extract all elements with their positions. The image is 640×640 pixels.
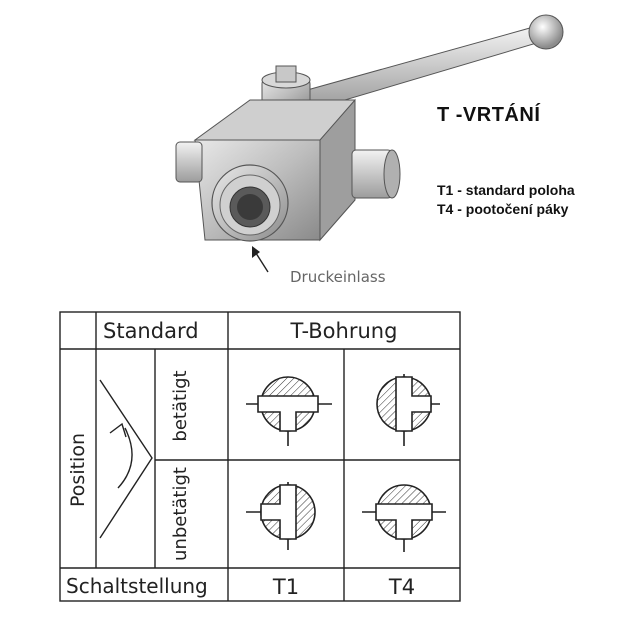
header-standard: Standard bbox=[103, 319, 199, 343]
table-frame bbox=[59, 311, 461, 602]
state-label-unbetaetigt: unbetätigt bbox=[170, 467, 191, 561]
row-label-position: Position bbox=[67, 433, 89, 507]
footer-schaltstellung: Schaltstellung bbox=[66, 574, 208, 598]
header-t-bohrung: T-Bohrung bbox=[290, 319, 398, 343]
switching-table: Standard T-Bohrung Position betätigt unb… bbox=[59, 311, 461, 602]
page-title: T -VRTÁNÍ bbox=[437, 104, 541, 126]
pointer-arrow-icon bbox=[252, 246, 269, 273]
column-label-t4: T4 bbox=[388, 575, 415, 599]
inlet-label: Druckeinlass bbox=[290, 268, 386, 286]
ball-valve-photo bbox=[175, 14, 564, 273]
rotation-arrow-icon bbox=[109, 422, 133, 489]
column-label-t1: T1 bbox=[272, 575, 299, 599]
t-bore-symbol-icon bbox=[362, 484, 446, 552]
t-bore-symbol-icon bbox=[246, 376, 332, 446]
note-t1: T1 - standard poloha bbox=[437, 182, 575, 198]
state-label-betaetigt: betätigt bbox=[170, 370, 191, 441]
note-t4: T4 - pootočení páky bbox=[437, 201, 569, 217]
t-bore-symbol-icon bbox=[376, 374, 440, 446]
t-bore-symbol-icon bbox=[246, 482, 316, 550]
